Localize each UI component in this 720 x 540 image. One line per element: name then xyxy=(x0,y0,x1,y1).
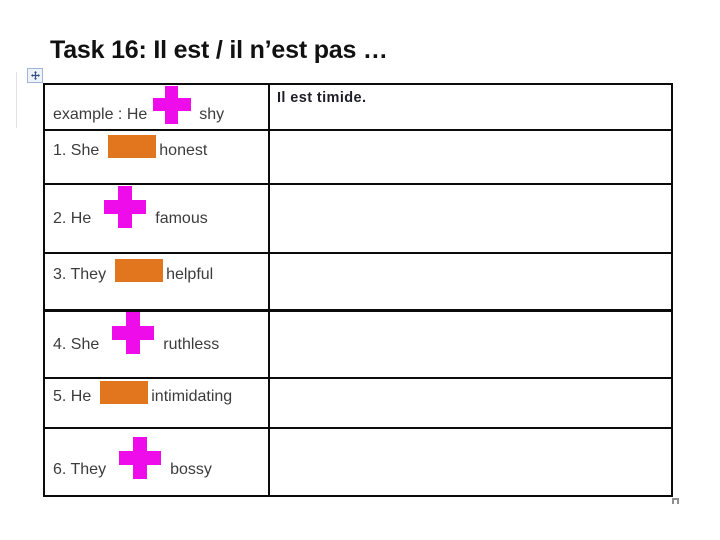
phrase-cell: example : He shy xyxy=(45,85,270,129)
table-row: example : He shy Il est timide. xyxy=(45,85,671,129)
phrase-adjective: intimidating xyxy=(151,387,233,405)
task-table: example : He shy Il est timide. 1. She h… xyxy=(43,83,673,497)
answer-cell[interactable] xyxy=(270,312,671,377)
phrase-cell: 1. She honest xyxy=(45,131,270,183)
phrase-label: 2. He xyxy=(53,209,92,227)
phrase-cell: 3. They helpful xyxy=(45,254,270,309)
phrase-adjective: shy xyxy=(199,106,225,123)
table-row: 2. He famous xyxy=(45,183,671,252)
phrase-cell: 5. He intimidating xyxy=(45,379,270,427)
table-row: 4. She ruthless xyxy=(45,309,671,377)
table-row: 6. They bossy xyxy=(45,427,671,495)
answer-cell[interactable] xyxy=(270,254,671,309)
answer-cell[interactable] xyxy=(270,379,671,427)
phrase-adjective: honest xyxy=(159,141,208,159)
minus-icon xyxy=(100,380,149,404)
table-resize-handle-icon[interactable] xyxy=(672,498,679,504)
answer-cell[interactable] xyxy=(270,185,671,252)
minus-icon xyxy=(115,259,164,282)
phrase-cell: 2. He famous xyxy=(45,185,270,252)
phrase-adjective: ruthless xyxy=(163,335,220,353)
phrase-cell: 4. She ruthless xyxy=(45,312,270,377)
table-row: 3. They helpful xyxy=(45,252,671,309)
phrase-adjective: helpful xyxy=(166,266,214,283)
phrase-adjective: famous xyxy=(155,209,208,227)
plus-icon xyxy=(104,185,147,228)
phrase-adjective: bossy xyxy=(170,461,212,478)
answer-cell[interactable] xyxy=(270,429,671,495)
move-arrows-icon xyxy=(30,71,40,80)
answer-cell[interactable] xyxy=(270,131,671,183)
phrase-label: 4. She xyxy=(53,335,100,353)
plus-icon xyxy=(153,86,192,124)
table-row: 1. She honest xyxy=(45,129,671,183)
phrase-label: example : He xyxy=(53,106,148,123)
plus-icon xyxy=(119,437,162,479)
answer-text: Il est timide. xyxy=(277,90,367,106)
table-move-handle-icon[interactable] xyxy=(27,68,43,83)
phrase-label: 5. He xyxy=(53,387,92,405)
layout-guide-line xyxy=(16,72,17,128)
table-row: 5. He intimidating xyxy=(45,377,671,427)
answer-cell[interactable]: Il est timide. xyxy=(270,85,671,129)
minus-icon xyxy=(108,134,157,158)
phrase-label: 3. They xyxy=(53,266,107,283)
plus-icon xyxy=(112,312,155,354)
page-title: Task 16: Il est / il n’est pas … xyxy=(50,36,388,64)
phrase-cell: 6. They bossy xyxy=(45,429,270,495)
phrase-label: 1. She xyxy=(53,141,100,159)
phrase-label: 6. They xyxy=(53,461,107,478)
